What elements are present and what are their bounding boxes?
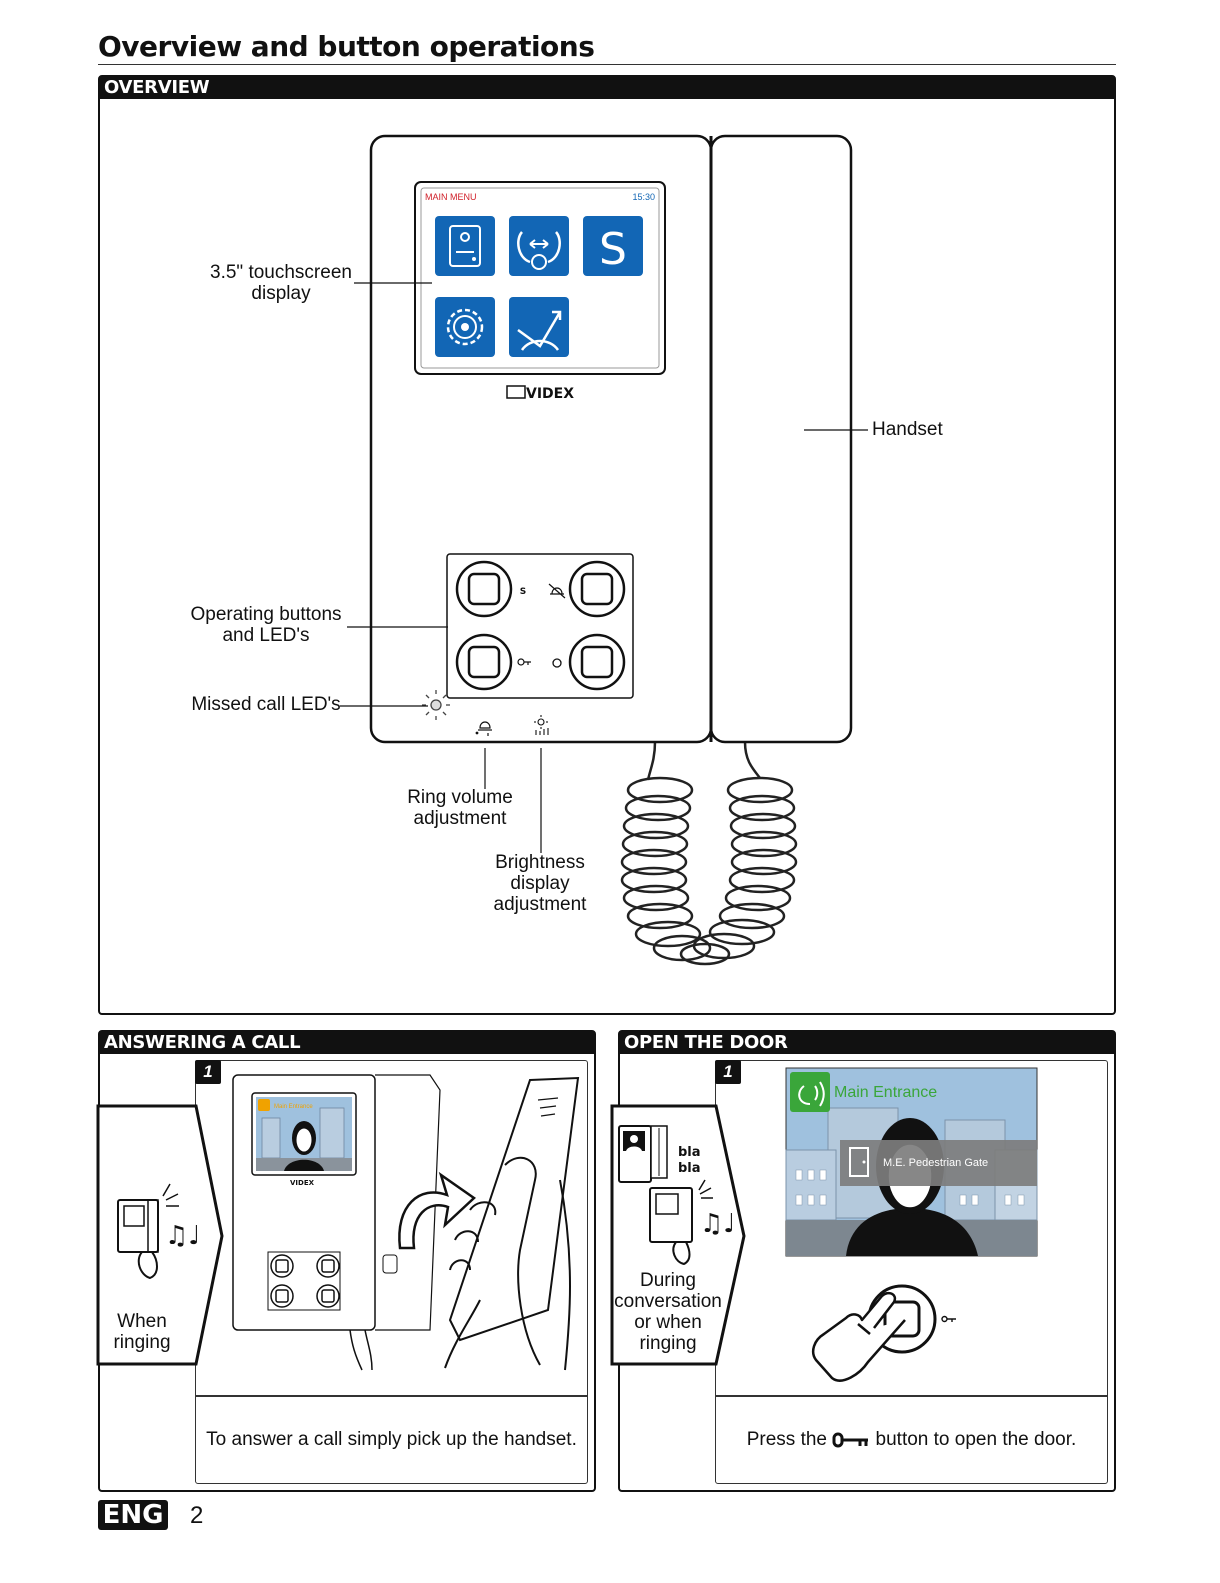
open-door-header: OPEN THE DOOR	[620, 1032, 1114, 1054]
during-line1: During	[640, 1270, 696, 1291]
pressing-hand-icon	[812, 1291, 906, 1382]
handset-callout: Handset	[872, 419, 943, 440]
touchscreen-callout-line1: 3.5" touchscreen	[210, 262, 352, 283]
mini-screen-label: Main Entrance	[274, 1104, 313, 1110]
bla-text-2: bla	[678, 1161, 701, 1176]
handset-cord	[620, 741, 798, 966]
open-door-caption: Press the button to open the door.	[716, 1429, 1107, 1451]
page-title: Overview and button operations	[98, 30, 1116, 65]
gate-label: M.E. Pedestrian Gate	[883, 1157, 988, 1169]
during-line2: conversation	[614, 1291, 722, 1312]
when-ringing-line2: ringing	[113, 1332, 171, 1353]
page-number: 2	[190, 1502, 204, 1529]
language-badge: ENG	[98, 1500, 168, 1530]
key-icon	[517, 658, 531, 666]
answering-side-arrow	[96, 1104, 224, 1366]
during-line3: or when	[634, 1312, 702, 1333]
screen-time: 15:30	[632, 192, 655, 202]
bla-text-1: bla	[678, 1145, 701, 1160]
overview-header: OVERVIEW	[100, 77, 1114, 99]
answering-step-number: 1	[195, 1060, 221, 1084]
open-door-caption-after: button to open the door.	[875, 1429, 1077, 1450]
svg-text:♫♩: ♫♩	[700, 1209, 736, 1239]
buttons-callout-line2: and LED's	[222, 625, 310, 646]
buttons-callout: Operating buttons and LED's	[180, 604, 352, 646]
open-door-caption-divider	[715, 1395, 1108, 1397]
operating-buttons	[455, 560, 626, 691]
open-door-step-number: 1	[715, 1060, 741, 1084]
answering-header: ANSWERING A CALL	[100, 1032, 594, 1054]
touchscreen-callout-line2: display	[251, 283, 311, 304]
menu-tiles: S	[435, 216, 643, 357]
brightness-callout: Brightness display adjustment	[480, 852, 600, 915]
when-ringing-line1: When	[117, 1311, 167, 1332]
answering-caption-divider	[195, 1395, 588, 1397]
brightness-icon	[534, 715, 549, 735]
bright-callout-line1: Brightness	[495, 852, 585, 873]
mute-bell-icon	[548, 583, 566, 599]
touchscreen-callout: 3.5" touchscreen display	[200, 262, 362, 304]
ring-volume-callout: Ring volume adjustment	[395, 787, 525, 829]
mini-brand-logo: VIDEX	[290, 1179, 315, 1187]
pickup-arrow-icon	[398, 1171, 476, 1250]
s-service-tile-icon	[583, 216, 643, 276]
svg-text:S: S	[599, 224, 627, 275]
buttons-callout-line1: Operating buttons	[190, 604, 342, 625]
aux-icon	[552, 658, 562, 668]
when-ringing-label: When ringing	[100, 1311, 184, 1353]
screen-menu-label: MAIN MENU	[425, 192, 477, 202]
answering-caption: To answer a call simply pick up the hand…	[206, 1429, 577, 1450]
bright-callout-line2: display	[510, 873, 570, 894]
during-line4: ringing	[639, 1333, 697, 1354]
bright-callout-line3: adjustment	[493, 894, 587, 915]
intercom-tile-icon	[509, 216, 569, 276]
ring-callout-line1: Ring volume	[407, 787, 513, 808]
s-button-label: S	[520, 587, 526, 597]
open-door-caption-before: Press the	[746, 1429, 827, 1450]
music-notes-icon: ♫♩	[165, 1221, 201, 1251]
door-screen-title: Main Entrance	[834, 1084, 937, 1101]
ring-volume-icon	[475, 721, 492, 736]
during-conversation-label: During conversation or when ringing	[612, 1270, 724, 1354]
missed-call-led-icon	[422, 690, 450, 720]
missed-call-callout: Missed call LED's	[191, 694, 341, 715]
button-panel	[446, 553, 634, 699]
key-button-icon	[832, 1432, 869, 1448]
brand-logo: VIDEX	[526, 386, 574, 402]
ring-callout-line2: adjustment	[413, 808, 507, 829]
